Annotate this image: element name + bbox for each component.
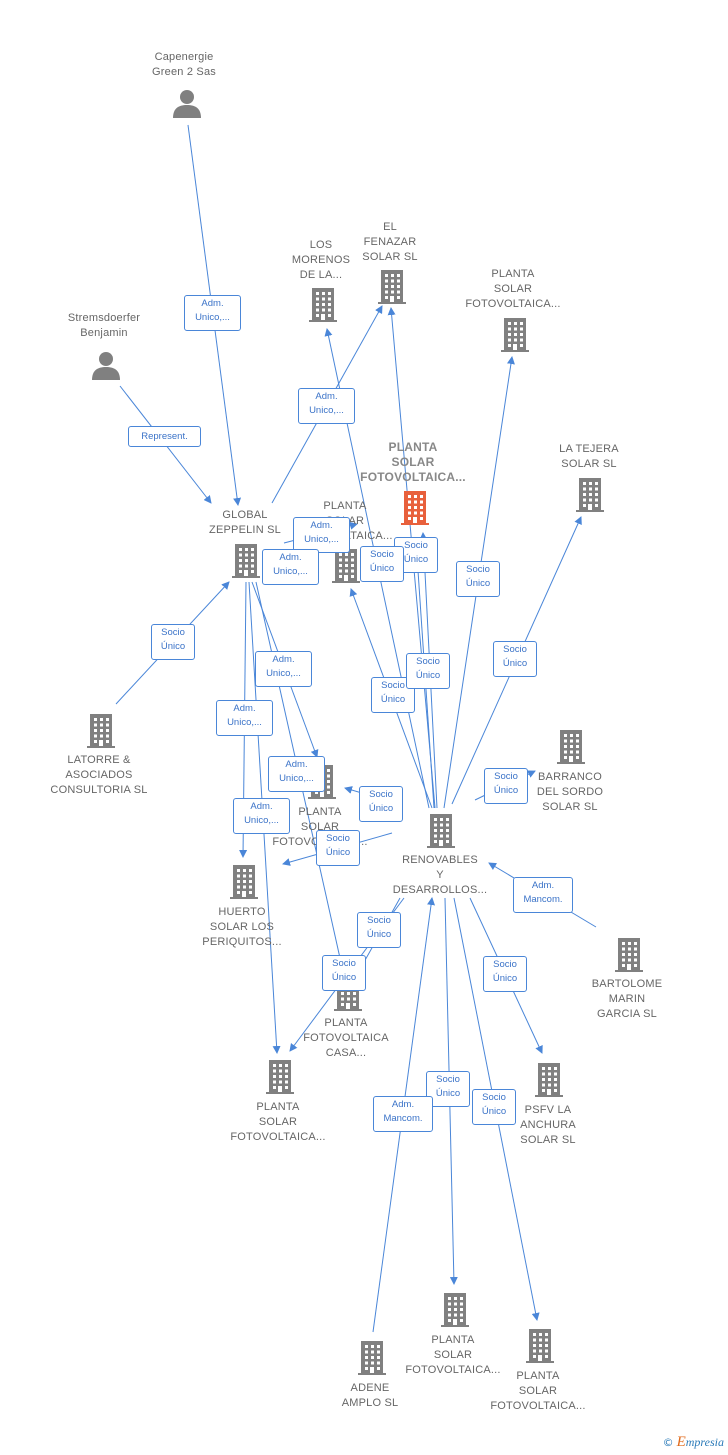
node-label-planta-left[interactable]: PLANTA SOLAR FOTOVOLTAICA...	[230, 1101, 326, 1143]
building-icon-planta-left[interactable]	[265, 1058, 295, 1099]
building-icon-planta-top[interactable]	[500, 316, 530, 357]
node-label-planta-b2[interactable]: PLANTA SOLAR FOTOVOLTAICA...	[490, 1370, 586, 1412]
edge-label-adene-ren[interactable]: Adm. Mancom.	[373, 1096, 433, 1132]
node-label-el-fenazar[interactable]: EL FENAZAR SOLAR SL	[362, 221, 418, 263]
brand-initial: E	[676, 1434, 686, 1450]
building-icon-planta-mid[interactable]	[331, 547, 361, 588]
person-icon-stremsdoerfer[interactable]	[91, 350, 121, 385]
building-icon-psfv[interactable]	[534, 1061, 564, 1102]
edge-label-capenergie-global[interactable]: Adm. Unico,...	[184, 295, 241, 331]
edge-label-ren-morenos[interactable]: Socio Único	[360, 546, 404, 582]
edge-label-ren-plantatop[interactable]: Socio Único	[456, 561, 500, 597]
node-label-huerto[interactable]: HUERTO SOLAR LOS PERIQUITOS...	[202, 906, 282, 948]
copyright-symbol: ©	[662, 1436, 674, 1449]
node-label-main[interactable]: PLANTA SOLAR FOTOVOLTAICA...	[360, 440, 466, 484]
node-label-los-morenos[interactable]: LOS MORENOS DE LA...	[291, 239, 351, 281]
node-label-la-tejera[interactable]: LA TEJERA SOLAR SL	[559, 443, 619, 470]
node-label-planta-b1[interactable]: PLANTA SOLAR FOTOVOLTAICA...	[405, 1334, 501, 1376]
edge-label-ren-plantaleft[interactable]: Socio Único	[322, 955, 366, 991]
node-label-capenergie[interactable]: Capenergie Green 2 Sas	[152, 51, 216, 78]
node-label-global-zeppelin[interactable]: GLOBAL ZEPPELIN SL	[209, 509, 281, 536]
building-icon-adene[interactable]	[357, 1339, 387, 1380]
node-label-barranco[interactable]: BARRANCO DEL SORDO SOLAR SL	[536, 771, 604, 813]
node-label-planta-top[interactable]: PLANTA SOLAR FOTOVOLTAICA...	[465, 268, 561, 310]
node-label-renovables[interactable]: RENOVABLES Y DESARROLLOS...	[392, 854, 488, 896]
building-icon-planta-b2[interactable]	[525, 1327, 555, 1368]
building-icon-barranco[interactable]	[556, 728, 586, 769]
node-label-stremsdoerfer[interactable]: Stremsdoerfer Benjamin	[67, 312, 141, 339]
edge-label-global-fenazar[interactable]: Adm. Unico,...	[298, 388, 355, 424]
edge-label-ren-main2[interactable]: Socio Único	[406, 653, 450, 689]
edge-label-global-plantamid[interactable]: Adm. Unico,...	[262, 549, 319, 585]
edge-label-latorre-global[interactable]: Socio Único	[151, 624, 195, 660]
building-icon-la-tejera[interactable]	[575, 476, 605, 517]
node-label-planta-casa[interactable]: PLANTA FOTOVOLTAICA CASA...	[303, 1017, 389, 1059]
edge-label-ren-tejera[interactable]: Socio Único	[493, 641, 537, 677]
edge-label-global-casa[interactable]: Adm. Unico,...	[268, 756, 325, 792]
brand-footer: © Empresia	[663, 1434, 724, 1451]
edge-label-bartolome-ren[interactable]: Adm. Mancom.	[513, 877, 573, 913]
edge-label-global-plantacenter[interactable]: Adm. Unico,...	[255, 651, 312, 687]
node-label-bartolome[interactable]: BARTOLOME MARIN GARCIA SL	[591, 978, 663, 1020]
building-icon-bartolome[interactable]	[614, 936, 644, 977]
edge-label-ren-b2[interactable]: Socio Único	[472, 1089, 516, 1125]
edge-label-global-huerto[interactable]: Adm. Unico,...	[216, 700, 273, 736]
edge-label-ren-casa[interactable]: Socio Único	[357, 912, 401, 948]
edge-label-global-plantaleft[interactable]: Adm. Unico,...	[233, 798, 290, 834]
building-icon-main[interactable]	[400, 489, 430, 530]
edge-label-ren-plantacenter[interactable]: Socio Único	[359, 786, 403, 822]
node-label-adene[interactable]: ADENE AMPLO SL	[341, 1382, 399, 1409]
building-icon-huerto[interactable]	[229, 863, 259, 904]
node-label-psfv[interactable]: PSFV LA ANCHURA SOLAR SL	[520, 1104, 576, 1146]
person-icon-capenergie[interactable]	[172, 88, 202, 123]
brand-name: mpresia	[685, 1435, 724, 1449]
building-icon-renovables[interactable]	[426, 812, 456, 853]
edge-label-ren-barranco[interactable]: Socio Único	[484, 768, 528, 804]
edge-label-global-main[interactable]: Adm. Unico,...	[293, 517, 350, 553]
building-icon-global-zeppelin[interactable]	[231, 542, 261, 583]
building-icon-los-morenos[interactable]	[308, 286, 338, 327]
edge-label-ren-b1[interactable]: Socio Único	[426, 1071, 470, 1107]
edge-label-stremsdoerfer-global[interactable]: Represent.	[128, 426, 201, 447]
edge-label-ren-huerto[interactable]: Socio Único	[316, 830, 360, 866]
building-icon-latorre[interactable]	[86, 712, 116, 753]
edge-label-ren-psfv[interactable]: Socio Único	[483, 956, 527, 992]
node-label-latorre[interactable]: LATORRE & ASOCIADOS CONSULTORIA SL	[50, 754, 148, 796]
building-icon-el-fenazar[interactable]	[377, 268, 407, 309]
building-icon-planta-b1[interactable]	[440, 1291, 470, 1332]
